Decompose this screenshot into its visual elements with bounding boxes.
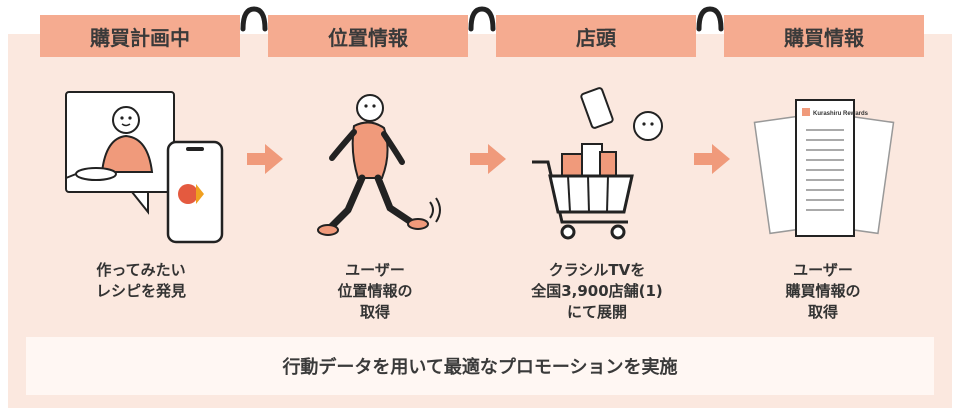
step-caption: ユーザー 購買情報の 取得	[785, 261, 861, 321]
shopping-cart-illustration	[532, 87, 663, 240]
right-arrow-icon	[694, 144, 730, 174]
summary-banner: 行動データを用いて最適なプロモーションを実施	[26, 337, 934, 395]
walking-person-illustration	[317, 94, 441, 236]
cooking-person-illustration	[65, 91, 224, 244]
step-caption: ユーザー 位置情報の 取得	[337, 261, 413, 321]
phase-tabs: 購買計画中 位置情報 店頭 購買情報	[40, 6, 924, 63]
tab-in-store: 店頭	[496, 15, 696, 57]
step-caption: 作ってみたい レシピを発見	[95, 261, 186, 300]
link-hook-icon	[240, 6, 268, 32]
brand-label: Kurashiru Rewards	[813, 111, 869, 117]
right-arrow-icon	[470, 144, 506, 174]
receipts-illustration: Kurashiru Rewards	[753, 99, 895, 237]
link-hook-icon	[468, 6, 496, 32]
tab-purchase-info: 購買情報	[724, 15, 924, 57]
tab-purchase-planning: 購買計画中	[40, 15, 240, 57]
tab-location: 位置情報	[268, 15, 468, 57]
right-arrow-icon	[247, 144, 283, 174]
link-hook-icon	[696, 6, 724, 32]
step-caption: クラシルTVを 全国3,900店舗(1) にて展開	[531, 261, 663, 321]
